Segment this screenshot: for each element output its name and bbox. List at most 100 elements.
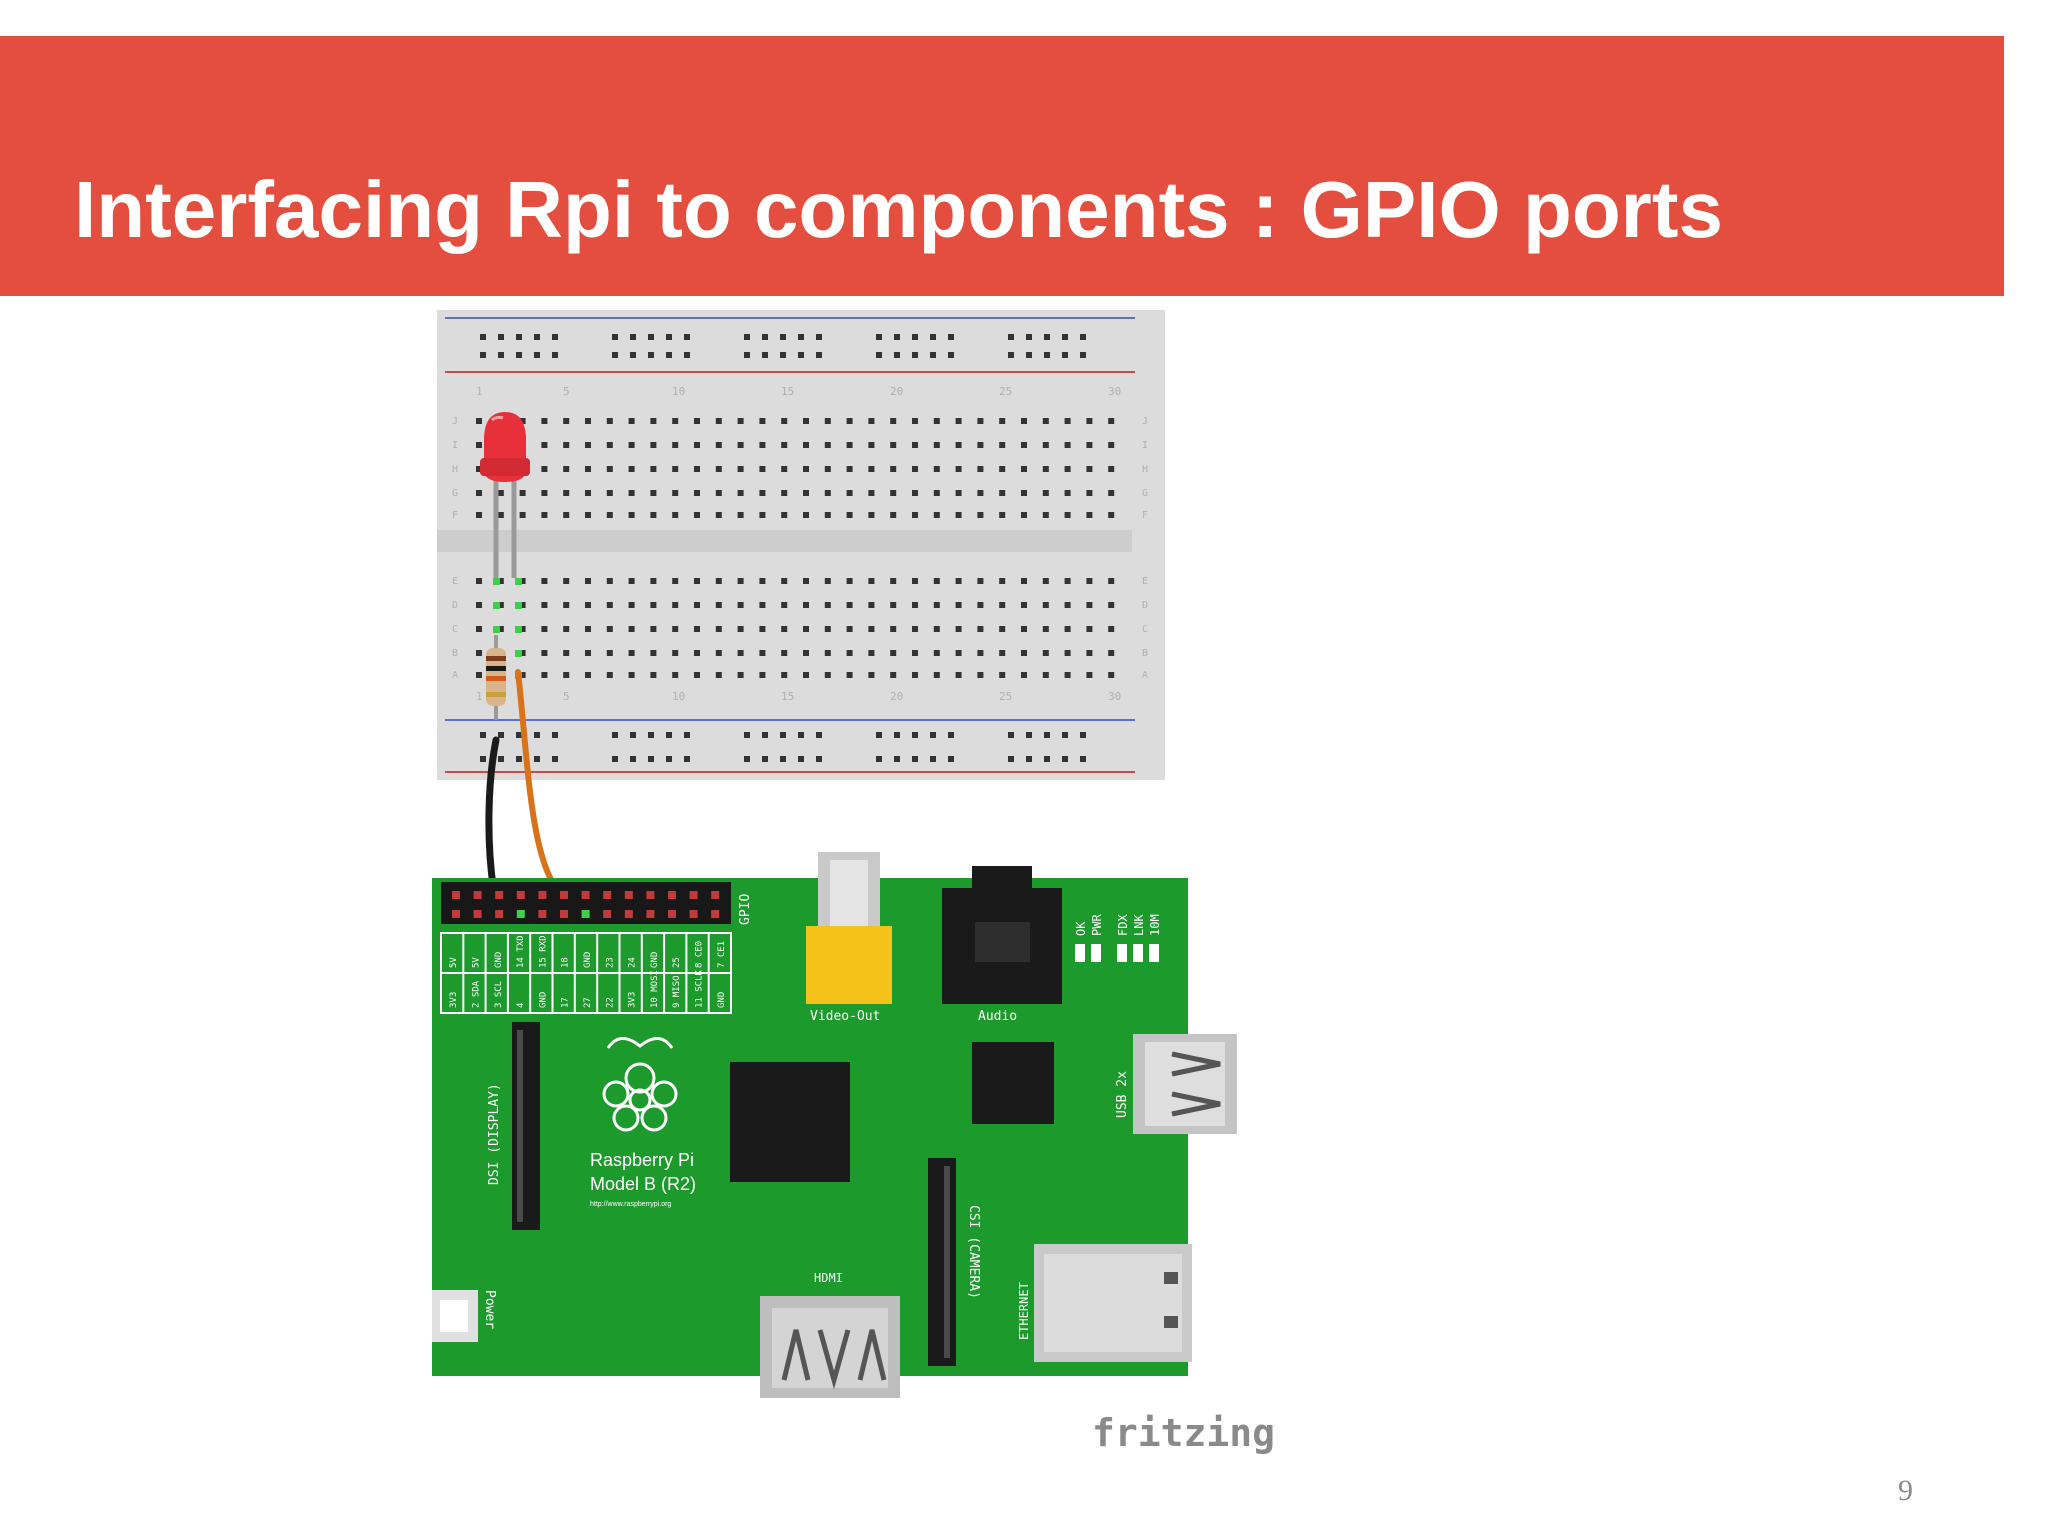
- rail-hole: [684, 352, 690, 358]
- breadboard-hole: [1042, 442, 1049, 448]
- breadboard-hole: [868, 466, 875, 472]
- gpio-pin-label: 22: [605, 997, 615, 1008]
- rail-hole: [876, 756, 882, 762]
- rail-hole: [912, 732, 918, 738]
- hdmi-connector: HDMI: [760, 1271, 900, 1398]
- gpio-pin: [646, 910, 655, 918]
- row-letter: C: [1142, 624, 1148, 635]
- column-number: 10: [672, 385, 685, 398]
- breadboard-hole: [890, 578, 897, 584]
- rail-hole: [516, 352, 522, 358]
- breadboard-hole: [977, 626, 984, 632]
- gpio-pin-label: GND: [494, 952, 504, 968]
- audio-label: Audio: [978, 1009, 1017, 1024]
- breadboard-hole: [606, 512, 613, 518]
- rail-hole: [816, 756, 822, 762]
- fritzing-watermark: fritzing: [1092, 1411, 1275, 1455]
- breadboard-hole: [955, 650, 962, 656]
- rail-hole: [894, 334, 900, 340]
- breadboard-hole: [1108, 578, 1115, 584]
- gpio-pin: [473, 910, 482, 918]
- breadboard-hole: [1086, 442, 1093, 448]
- gpio-pin-label: 23: [605, 957, 615, 968]
- breadboard-hole: [824, 650, 831, 656]
- rail-hole: [1026, 732, 1032, 738]
- gpio-pin: [581, 891, 590, 899]
- gpio-pin: [711, 910, 720, 918]
- column-number: 25: [999, 690, 1012, 703]
- breadboard-hole: [737, 626, 744, 632]
- breadboard-hole: [1042, 418, 1049, 424]
- breadboard-hole: [694, 418, 700, 424]
- breadboard-hole: [672, 418, 679, 424]
- breadboard-hole: [715, 672, 722, 678]
- rail-hole: [630, 732, 636, 738]
- csi-label: CSI (CAMERA): [966, 1205, 981, 1299]
- breadboard-hole: [868, 626, 875, 632]
- rail-hole: [1008, 352, 1014, 358]
- ethernet-label: ETHERNET: [1017, 1282, 1031, 1340]
- gpio-label: GPIO: [738, 894, 753, 925]
- breadboard-hole: [1021, 466, 1027, 472]
- breadboard-hole: [933, 650, 940, 656]
- row-letter: J: [452, 416, 458, 427]
- status-led: [1117, 944, 1127, 962]
- breadboard-hole: [650, 442, 657, 448]
- breadboard-hole: [628, 466, 635, 472]
- soc-chip: [730, 1062, 850, 1182]
- rail-hole: [1080, 756, 1086, 762]
- raspberry-logo: [602, 1037, 678, 1132]
- rail-hole: [498, 732, 504, 738]
- rail-hole: [684, 732, 690, 738]
- breadboard-hole: [476, 578, 482, 584]
- breadboard-hole: [1042, 626, 1049, 632]
- row-letter: J: [1142, 416, 1148, 427]
- breadboard-hole: [737, 442, 744, 448]
- row-letter: I: [1142, 440, 1148, 451]
- breadboard-hole: [541, 672, 548, 678]
- breadboard-hole: [999, 512, 1006, 518]
- breadboard-hole: [672, 578, 679, 584]
- gpio-pin-label: 24: [628, 957, 638, 968]
- breadboard-hole: [912, 672, 918, 678]
- rail-hole: [816, 334, 822, 340]
- breadboard-hole: [1042, 650, 1049, 656]
- rail-hole: [948, 334, 954, 340]
- breadboard-hole: [650, 512, 657, 518]
- breadboard-hole: [497, 602, 504, 608]
- rail-hole: [798, 732, 804, 738]
- connected-hole: [515, 650, 522, 657]
- gpio-pin-label: 4: [516, 1003, 526, 1008]
- rail-hole: [930, 732, 936, 738]
- breadboard-hole: [803, 466, 809, 472]
- power-connector: Power: [432, 1290, 497, 1342]
- rail-hole: [762, 732, 768, 738]
- breadboard-hole: [1042, 490, 1049, 496]
- rail-hole: [516, 732, 522, 738]
- breadboard-hole: [933, 490, 940, 496]
- breadboard-hole: [1064, 650, 1071, 656]
- status-led-label: LNK: [1132, 914, 1146, 936]
- breadboard-hole: [868, 602, 875, 608]
- breadboard-hole: [476, 442, 482, 448]
- breadboard-hole: [912, 650, 918, 656]
- breadboard-hole: [759, 490, 766, 496]
- connected-hole: [493, 602, 500, 609]
- rail-hole: [630, 334, 636, 340]
- breadboard-hole: [672, 602, 679, 608]
- column-number: 20: [890, 690, 903, 703]
- breadboard-hole: [541, 418, 548, 424]
- rail-hole: [1008, 732, 1014, 738]
- status-led: [1133, 944, 1143, 962]
- video-out-connector: Video-Out: [806, 852, 892, 1024]
- breadboard-hole: [737, 578, 744, 584]
- rail-hole: [534, 334, 540, 340]
- breadboard-hole: [715, 512, 722, 518]
- rail-hole: [1044, 732, 1050, 738]
- breadboard-hole: [476, 512, 482, 518]
- breadboard-hole: [1042, 466, 1049, 472]
- breadboard-hole: [715, 442, 722, 448]
- breadboard-hole: [541, 578, 548, 584]
